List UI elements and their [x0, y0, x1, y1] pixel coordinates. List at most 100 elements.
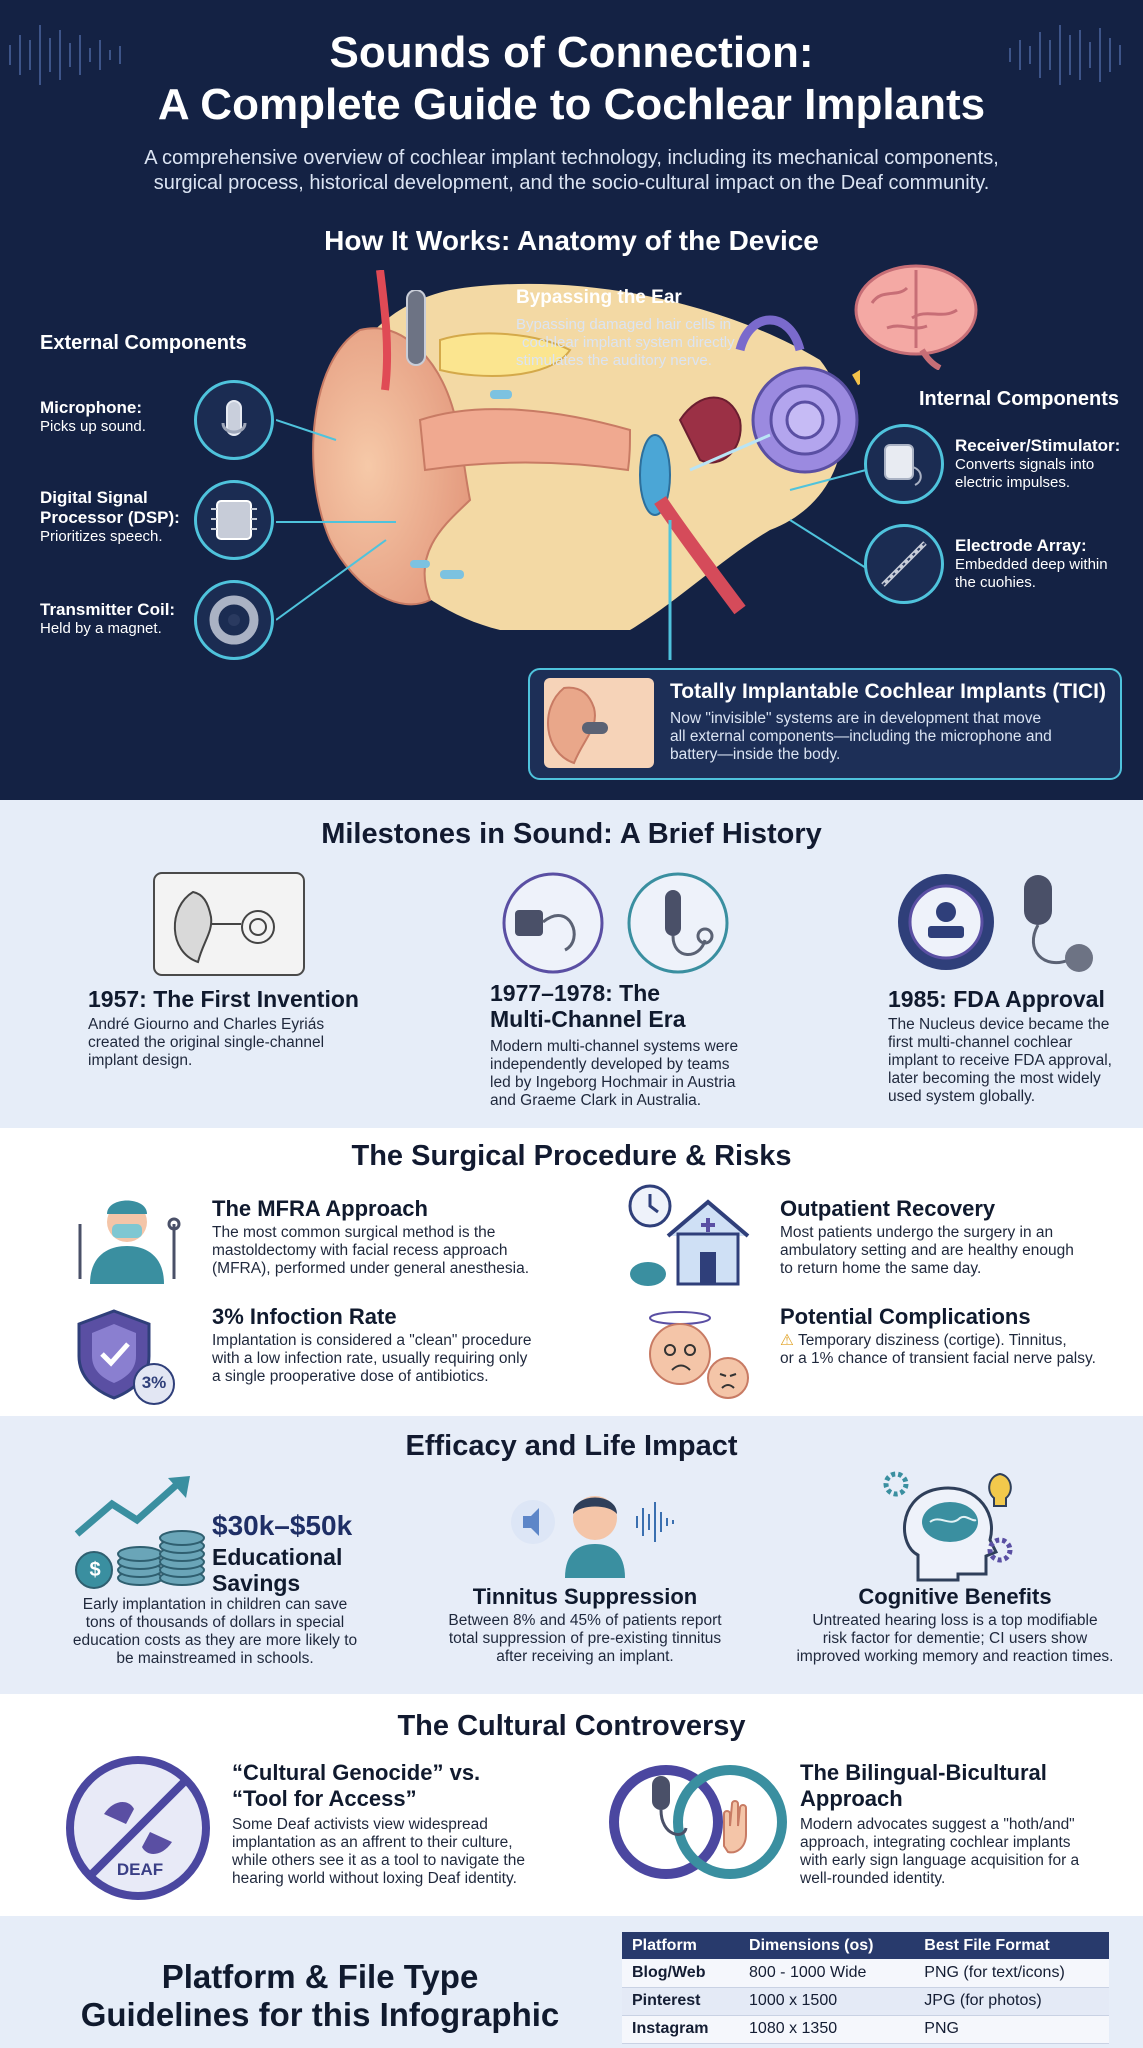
microphone-circle	[194, 380, 274, 460]
table-cell: 1000 x 1500	[739, 1987, 915, 2016]
head-brain-gears-icon	[883, 1471, 1013, 1582]
warning-icon: ⚠	[780, 1332, 794, 1349]
deaf-label: DEAF	[116, 1860, 164, 1879]
tinnitus-title: Tinnitus Suppression	[472, 1584, 698, 1609]
cognitive-line3: improved working memory and reaction tim…	[796, 1648, 1114, 1665]
tici-line2: all external components—including the mi…	[670, 728, 1052, 745]
surgery-infection: 3% Infoction Rate Implantation is consid…	[212, 1304, 602, 1386]
infection-badge: 3%	[141, 1373, 167, 1392]
table-header: Platform	[622, 1932, 740, 1959]
anatomy-section: Sounds of Connection: A Complete Guide t…	[0, 0, 1143, 800]
fda-seal-and-device-icon	[898, 874, 1093, 972]
microphone-name: Microphone:	[40, 398, 142, 417]
table-header: Dimensions (os)	[739, 1932, 915, 1959]
page-subtitle-line2: surgical process, historical development…	[153, 172, 990, 194]
history-1977-line3: led by Ingeborg Hochmair in Austria	[490, 1074, 736, 1091]
money-growth-icon	[74, 1476, 205, 1589]
savings-label-line2: Savings	[212, 1570, 301, 1596]
savings-label-line1: Educational	[212, 1544, 343, 1570]
transmitter-circle	[194, 580, 274, 660]
transmitter-label: Transmitter Coil: Held by a magnet.	[40, 600, 190, 638]
bypass-line3: stimulates the auditory nerve.	[516, 352, 712, 369]
page-title-line1: Sounds of Connection:	[329, 28, 814, 77]
ear-anatomy-illustration	[312, 270, 860, 660]
home-clock-icon	[628, 1184, 750, 1286]
culture-right: The Bilingual-Bicultural Approach Modern…	[800, 1760, 1140, 1888]
dsp-name-line1: Digital Signal	[40, 488, 148, 507]
bypass-text: Bypassing damaged hair cells in cochlear…	[516, 316, 816, 370]
tinnitus-line1: Between 8% and 45% of patients report	[448, 1612, 722, 1629]
savings-amount: $30k–$50k	[212, 1510, 353, 1541]
history-1985-line2: first multi-channel cochlear	[888, 1034, 1073, 1051]
cognitive-block: Cognitive Benefits Untreated hearing los…	[770, 1584, 1140, 1666]
history-1985-line3: implant to receive FDA approval,	[888, 1052, 1112, 1069]
surgery-mfra-line1: The most common surgical method is the	[212, 1224, 496, 1241]
history-1985-line5: used system globally.	[888, 1088, 1036, 1105]
history-1977-line2: independently developed by teams	[490, 1056, 730, 1073]
brain-icon	[854, 264, 978, 370]
history-1977-title-line2: Multi-Channel Era	[490, 1006, 686, 1032]
history-1957-title: 1957: The First Invention	[88, 986, 359, 1012]
platform-section: Platform & File Type Guidelines for this…	[0, 1916, 1143, 2048]
history-1985-title: 1985: FDA Approval	[888, 986, 1105, 1012]
table-row: Pinterest 1000 x 1500 JPG (for photos)	[622, 1987, 1109, 2016]
history-1977-title-line1: 1977–1978: The	[490, 980, 661, 1006]
sound-wave-right-decoration	[1009, 25, 1121, 85]
surgery-complications-line1: Temporary disziness (cortige). Tinnitus,	[797, 1332, 1067, 1349]
receiver-desc-line2: electric impulses.	[955, 474, 1071, 491]
deaf-hands-crossed-icon	[66, 1756, 210, 1900]
culture-left: “Cultural Genocide” vs. “Tool for Access…	[232, 1760, 592, 1888]
internal-components-heading: Internal Components	[919, 388, 1120, 410]
culture-left-line3: while others see it as a tool to navigat…	[232, 1852, 525, 1869]
surgery-outpatient-line2: ambulatory setting and are healthy enoug…	[780, 1242, 1074, 1259]
table-cell: Instagram	[622, 2015, 740, 2044]
tici-text: Now "invisible" systems are in developme…	[670, 710, 1110, 764]
receiver-circle	[864, 424, 944, 504]
table-cell: Pinterest	[622, 1987, 740, 2016]
savings-line2: tons of thousands of dollars in special	[85, 1614, 345, 1631]
surgery-outpatient-title: Outpatient Recovery	[780, 1196, 996, 1221]
table-header: Best File Format	[914, 1932, 1109, 1959]
surgery-title: The Surgical Procedure & Risks	[351, 1140, 792, 1172]
surgery-mfra: The MFRA Approach The most common surgic…	[212, 1196, 592, 1278]
platform-title-line2: Guidelines for this Infographic	[80, 1996, 560, 2033]
culture-right-title-line2: Approach	[800, 1786, 903, 1811]
receiver-desc-line1: Converts signals into	[955, 456, 1095, 473]
microphone-desc: Picks up sound.	[40, 418, 146, 435]
page-title-line2: A Complete Guide to Cochlear Implants	[157, 80, 986, 129]
surgery-mfra-line2: mastoldectomy with facial recess approac…	[212, 1242, 508, 1259]
culture-right-line4: well-rounded identity.	[800, 1870, 946, 1887]
shield-check-icon	[77, 1309, 175, 1405]
table-cell: PNG (for text/icons)	[914, 1959, 1109, 1988]
multi-channel-devices-icon	[502, 872, 729, 974]
dollar-sign-icon: $	[89, 1559, 101, 1581]
transmitter-desc: Held by a magnet.	[40, 620, 162, 637]
person-sound-waves-icon	[511, 1496, 674, 1578]
surgery-outpatient-line1: Most patients undergo the surgery in an	[780, 1224, 1054, 1241]
tici-line3: battery—inside the body.	[670, 746, 841, 763]
surgery-infection-title: 3% Infoction Rate	[212, 1304, 397, 1329]
electrode-circle	[864, 524, 944, 604]
surgery-complications-line2: or a 1% chance of transient facial nerve…	[780, 1350, 1096, 1367]
table-row: Instagram 1080 x 1350 PNG	[622, 2015, 1109, 2044]
history-1957-line3: implant design.	[88, 1052, 193, 1069]
history-item-1977: 1977–1978: The Multi-Channel Era Modern …	[490, 980, 820, 1110]
bypass-heading: Bypassing the Ear	[516, 287, 682, 308]
electrode-desc-line2: the cuohies.	[955, 574, 1036, 591]
cognitive-line2: risk factor for dementie; CI users show	[822, 1630, 1088, 1647]
history-title: Milestones in Sound: A Brief History	[321, 818, 822, 850]
history-1985-line1: The Nucleus device became the	[888, 1016, 1110, 1033]
electrode-array-icon	[881, 541, 927, 587]
bilingual-interlocking-rings-icon	[609, 1765, 787, 1879]
surgery-outpatient: Outpatient Recovery Most patients underg…	[780, 1196, 1130, 1278]
culture-left-line1: Some Deaf activists view widespread	[232, 1816, 488, 1833]
culture-section: The Cultural Controversy DEAF “Cultural …	[0, 1694, 1143, 1916]
tici-title: Totally Implantable Cochlear Implants (T…	[670, 680, 1107, 703]
savings-line4: be mainstreamed in schools.	[116, 1650, 314, 1667]
cognitive-title: Cognitive Benefits	[858, 1584, 1052, 1609]
bypass-line2: cochlear implant system directly	[522, 334, 735, 351]
culture-right-line2: approach, integrating cochlear implants	[800, 1834, 1071, 1851]
sound-processor-device-icon	[406, 290, 426, 366]
surgeon-icon	[78, 1200, 181, 1284]
table-cell: JPG (for photos)	[914, 1987, 1109, 2016]
